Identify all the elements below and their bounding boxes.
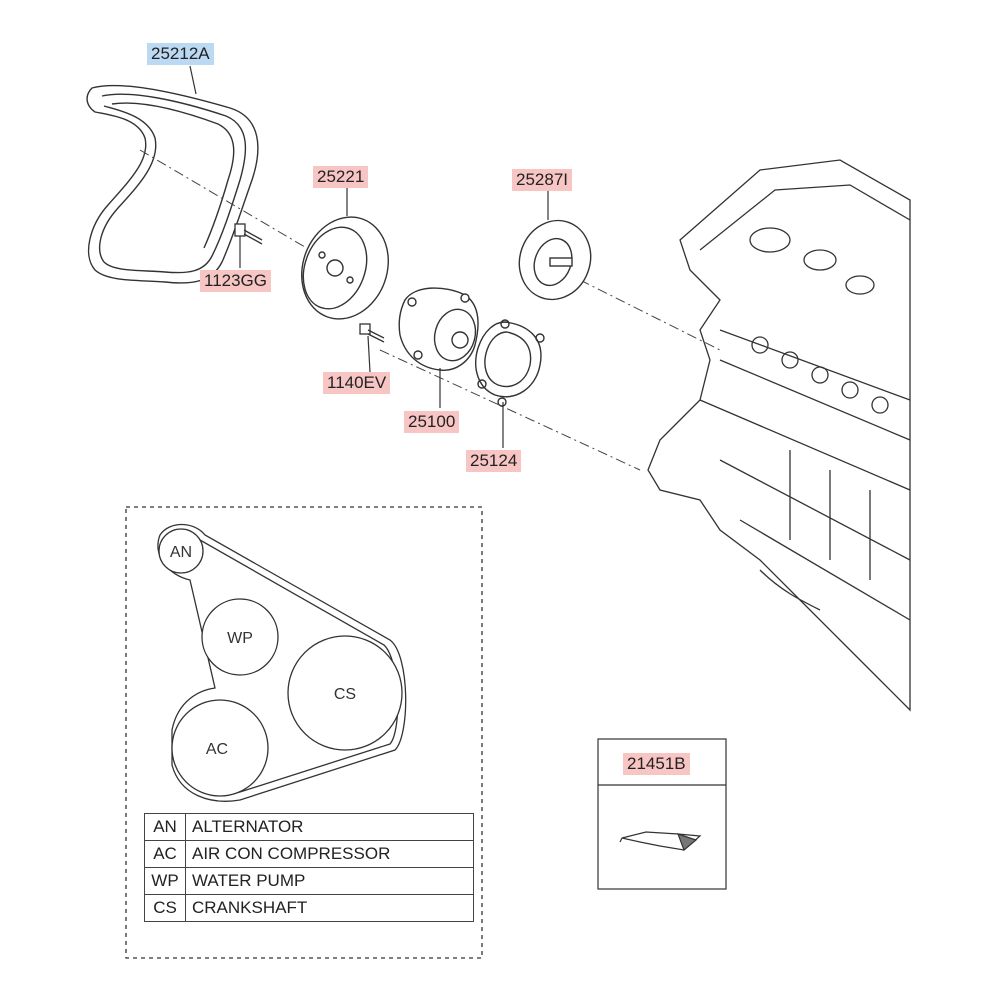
- pulley-cs-label: CS: [334, 686, 356, 703]
- legend-row: CS CRANKSHAFT: [144, 894, 474, 922]
- sealant-tube-icon: [619, 831, 702, 852]
- callout-bolt-1140ev[interactable]: 1140EV: [323, 372, 391, 394]
- engine-block: [647, 159, 911, 712]
- legend-name: ALTERNATOR: [185, 813, 474, 841]
- pulley-wp-label: WP: [227, 630, 253, 647]
- legend-code: AC: [144, 840, 186, 868]
- callout-sealant[interactable]: 21451B: [623, 753, 690, 775]
- callout-gasket[interactable]: 25124: [466, 450, 522, 472]
- legend-name: AIR CON COMPRESSOR: [185, 840, 474, 868]
- pulley-an: [158, 528, 204, 574]
- callout-water-pump[interactable]: 25100: [404, 411, 460, 433]
- callout-belt[interactable]: 25212A: [147, 43, 214, 65]
- callout-bolt-1123gg[interactable]: 1123GG: [200, 270, 272, 292]
- legend-code: AN: [144, 813, 186, 841]
- legend-row: WP WATER PUMP: [144, 867, 474, 895]
- belt-routing-frame: [125, 506, 483, 959]
- legend-row: AN ALTERNATOR: [144, 813, 474, 841]
- legend-code: CS: [144, 894, 186, 922]
- belt-routing-diagram: AN WP CS AC: [157, 523, 407, 802]
- callout-tensioner[interactable]: 25287I: [512, 169, 572, 191]
- idler-pulley[interactable]: [288, 205, 403, 331]
- pulley-ac-label: AC: [206, 741, 228, 758]
- pulley-an-label: AN: [170, 544, 192, 561]
- leader-lines: [189, 65, 549, 448]
- legend-name: WATER PUMP: [185, 867, 474, 895]
- bolt-1123GG[interactable]: [234, 223, 263, 245]
- assembly-centerlines: [139, 149, 721, 471]
- serpentine-belt[interactable]: [86, 84, 259, 284]
- callout-idler-pulley[interactable]: 25221: [313, 166, 369, 188]
- belt-routing-legend: AN ALTERNATOR AC AIR CON COMPRESSOR WP W…: [144, 813, 474, 922]
- bolt-1140EV[interactable]: [359, 323, 385, 343]
- water-pump-gasket[interactable]: [475, 319, 545, 407]
- legend-name: CRANKSHAFT: [185, 894, 474, 922]
- legend-row: AC AIR CON COMPRESSOR: [144, 840, 474, 868]
- water-pump[interactable]: [398, 287, 481, 371]
- tensioner-pulley[interactable]: [508, 210, 601, 309]
- legend-code: WP: [144, 867, 186, 895]
- pulley-ac: [171, 699, 269, 797]
- pulley-cs: [287, 635, 403, 751]
- pulley-wp: [201, 598, 279, 676]
